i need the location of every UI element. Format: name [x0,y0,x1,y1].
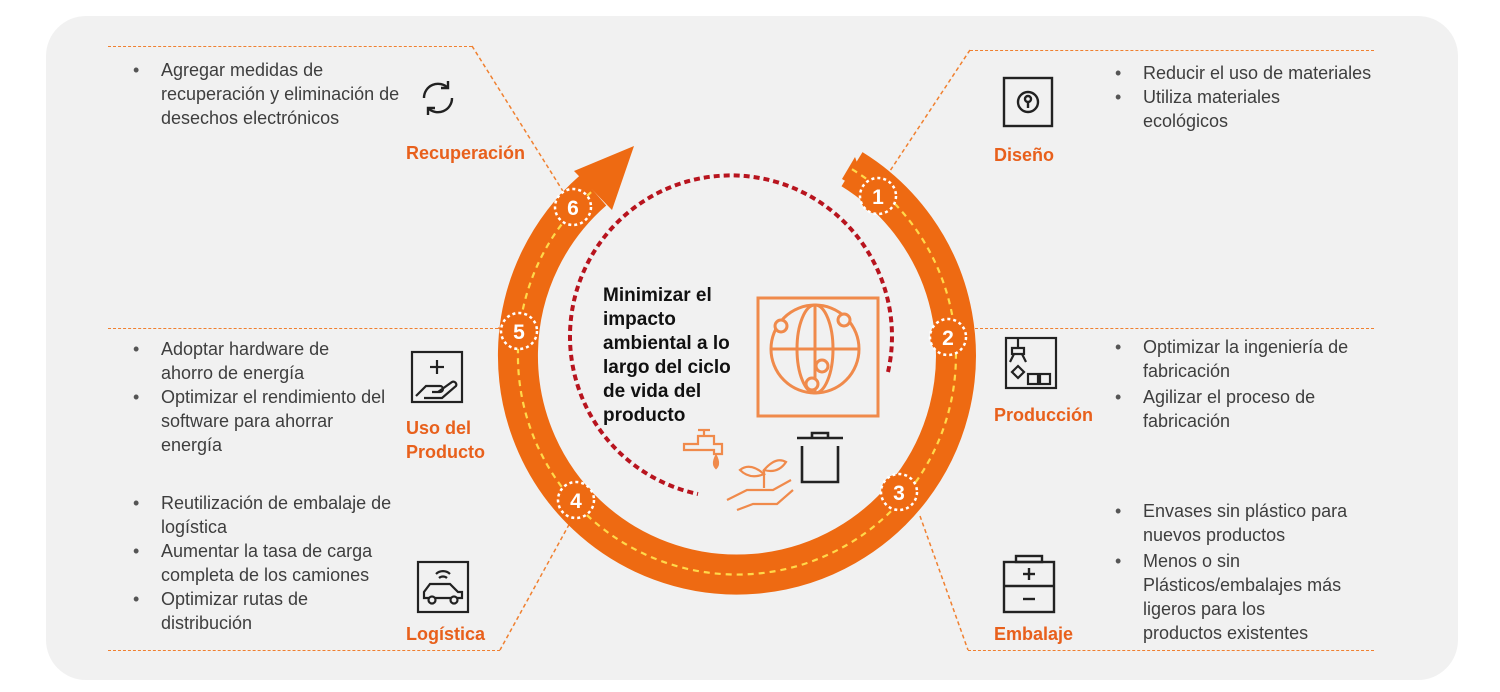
marker-5-label: 5 [513,321,525,344]
marker-4-label: 4 [570,490,582,513]
marker-5: 5 [499,311,539,351]
stage-2-bullet: Agilizar el proceso de fabricación [1114,385,1354,433]
marker-1-label: 1 [872,186,884,209]
stage-2-label: Producción [994,405,1094,425]
separator-top-right [970,50,1374,51]
stage-5-label: Uso del Producto [406,416,485,464]
stage-1-bullet: Reducir el uso de materiales [1114,61,1414,85]
recycle-arrows-icon [416,76,460,125]
ring-arrowhead [574,146,634,210]
stage-5-label-line1: Uso del [406,418,472,438]
connected-truck-icon [416,560,470,619]
marker-6: 6 [553,187,593,227]
separator-mid-right [970,328,1374,329]
stage-2-bullet: Optimizar la ingeniería de fabricación [1114,335,1354,383]
trash-bin-icon [797,431,843,484]
stage-4-bullets: Reutilización de embalaje de logística A… [132,491,402,635]
stage-6-bullets: Agregar medidas de recuperación y elimin… [132,58,402,130]
marker-2-label: 2 [942,327,954,350]
stage-1-label: Diseño [994,145,1055,165]
stage-3-bullet: Menos o sin Plásticos/embalajes más lige… [1114,549,1343,645]
connector-4 [499,511,577,651]
stage-3-bullets: Envases sin plástico para nuevos product… [1114,499,1370,645]
marker-3-label: 3 [893,482,905,505]
stage-5-bullets: Adoptar hardware de ahorro de energía Op… [132,337,392,457]
separator-mid-left [108,328,498,329]
faucet-icon [682,428,724,470]
stage-2-bullets: Optimizar la ingeniería de fabricación A… [1114,335,1354,433]
marker-6-label: 6 [567,197,579,220]
stage-3-label: Embalaje [994,624,1074,644]
marker-2: 2 [928,317,968,357]
marker-1: 1 [858,176,898,216]
marker-3: 3 [879,472,919,512]
keyhole-panel-icon [1002,76,1054,133]
separator-bottom-left [108,650,500,651]
hand-plant-icon [726,459,794,512]
stage-5-bullet: Optimizar el rendimiento del software pa… [132,385,391,457]
inner-dashed-arc [567,173,894,496]
connector-6 [471,45,567,197]
stage-5-label-line2: Producto [406,442,485,462]
stage-1-bullets: Reducir el uso de materiales Utiliza mat… [1114,61,1414,133]
battery-package-icon [1002,554,1056,619]
stage-6-bullet: Agregar medidas de recuperación y elimin… [132,58,402,130]
center-title: Minimizar el impacto ambiental a lo larg… [603,285,731,426]
separator-bottom-right [968,650,1374,651]
stage-4-label: Logística [406,624,486,644]
connector-1 [879,49,971,187]
hand-plus-icon [410,350,464,409]
connector-3 [919,515,969,651]
stage-3-bullet: Envases sin plástico para nuevos product… [1114,499,1370,547]
robot-arm-icon [1004,336,1058,395]
stage-5-bullet: Adoptar hardware de ahorro de energía [132,337,361,385]
marker-4: 4 [556,480,596,520]
separator-top-left [108,46,472,47]
globe-network-icon [756,296,880,418]
stage-4-bullet: Optimizar rutas de distribución [132,587,361,635]
stage-4-bullet: Aumentar la tasa de carga completa de lo… [132,539,401,587]
stage-4-bullet: Reutilización de embalaje de logística [132,491,401,539]
stage-1-bullet: Utiliza materiales ecológicos [1114,85,1313,133]
stage-6-label: Recuperación [406,143,526,163]
